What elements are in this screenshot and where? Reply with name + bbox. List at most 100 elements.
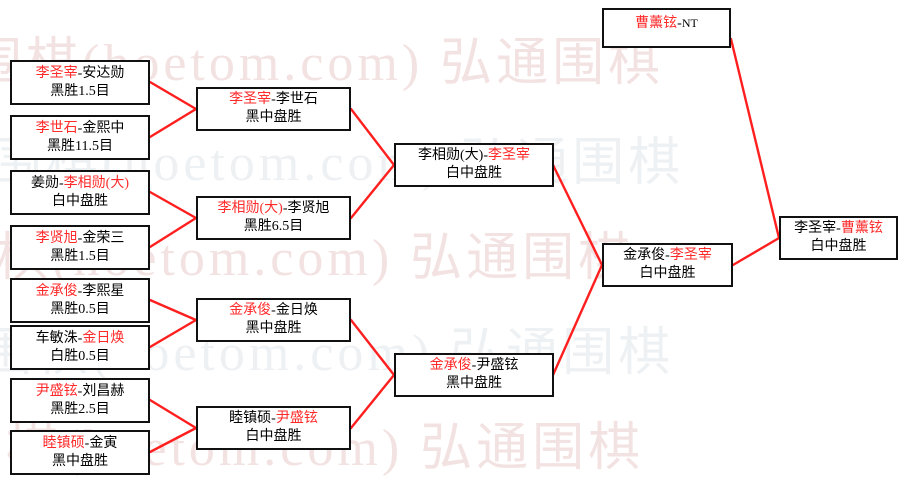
player-left: 尹盛铉	[35, 383, 78, 399]
match-players: 李圣宰-李世石	[229, 91, 318, 109]
player-right: 李熙星	[82, 283, 125, 299]
player-right: 李圣宰	[488, 148, 530, 163]
match-result: 黑胜11.5目	[47, 138, 113, 154]
match-players: 李贤旭-金荣三	[36, 230, 125, 248]
match-result: 黑胜1.5目	[50, 248, 110, 264]
match-players: 李圣宰-安达勋	[36, 65, 125, 83]
player-right: 李贤旭	[287, 201, 330, 216]
match-result: 黑胜2.5目	[50, 401, 110, 417]
player-left: 李世石	[35, 120, 78, 136]
vs-dash: -	[77, 230, 83, 246]
player-left: 李贤旭	[35, 230, 78, 246]
player-left: 李相勋(大)	[418, 148, 484, 163]
match-players: 姜勋-李相勋(大)	[31, 175, 129, 193]
player-right: 金荣三	[82, 230, 125, 246]
vs-dash: -	[471, 358, 477, 373]
player-right: 李相勋(大)	[63, 175, 129, 191]
player-left: 金承俊	[35, 283, 78, 299]
player-left: 金承俊	[429, 358, 472, 373]
player-left: 李圣宰	[35, 65, 78, 81]
match-box-r2m2[interactable]: 李相勋(大)-李贤旭 黑胜6.5目	[196, 196, 351, 240]
vs-dash: -	[84, 435, 90, 451]
player-left: 李圣宰	[794, 221, 837, 236]
match-box-r1m7[interactable]: 尹盛铉-刘昌赫 黑胜2.5目	[10, 378, 150, 423]
match-box-r3m1[interactable]: 李相勋(大)-李圣宰 白中盘胜	[394, 143, 554, 187]
vs-dash: -	[677, 16, 682, 31]
player-right: NT	[681, 16, 698, 30]
player-right: 安达勋	[82, 65, 125, 81]
match-box-r1m8[interactable]: 睦镇硕-金寅 黑中盘胜	[10, 430, 150, 475]
match-players: 车敏洙-金日焕	[36, 330, 125, 348]
vs-dash: -	[271, 92, 276, 107]
match-players: 睦镇硕-金寅	[43, 435, 118, 453]
match-result: 白中盘胜	[446, 166, 502, 181]
vs-dash: -	[271, 303, 276, 318]
player-left: 睦镇硕	[42, 435, 85, 451]
match-box-r1m3[interactable]: 姜勋-李相勋(大) 白中盘胜	[10, 170, 150, 215]
vs-dash: -	[483, 148, 488, 163]
vs-dash: -	[282, 201, 288, 216]
match-result: 黑胜1.5目	[50, 83, 110, 99]
match-players: 金承俊-李圣宰	[623, 247, 712, 265]
vs-dash: -	[836, 221, 841, 236]
match-result: 白中盘胜	[52, 193, 108, 209]
match-box-r4m1[interactable]: 金承俊-李圣宰 白中盘胜	[602, 243, 733, 287]
player-left: 睦镇硕	[229, 411, 272, 426]
vs-dash: -	[77, 383, 83, 399]
player-right: 李世石	[275, 92, 318, 107]
player-right: 金日焕	[275, 303, 318, 318]
match-box-r2m1[interactable]: 李圣宰-李世石 黑中盘胜	[196, 87, 351, 131]
player-right: 曹薰铉	[840, 221, 883, 236]
player-left: 金承俊	[229, 303, 272, 318]
vs-dash: -	[271, 411, 276, 426]
match-players: 金承俊-金日焕	[229, 302, 318, 320]
player-right: 尹盛铉	[275, 411, 318, 426]
player-left: 车敏洙	[35, 330, 78, 346]
vs-dash: -	[59, 175, 64, 191]
match-players: 李相勋(大)-李贤旭	[218, 200, 330, 218]
match-box-r3m2[interactable]: 金承俊-尹盛铉 黑中盘胜	[394, 353, 554, 397]
player-left: 金承俊	[623, 248, 666, 263]
match-box-r1m1[interactable]: 李圣宰-安达勋 黑胜1.5目	[10, 60, 150, 105]
match-players: 金承俊-李熙星	[36, 283, 125, 301]
match-players: 李世石-金熙中	[36, 120, 125, 138]
match-box-r1m2[interactable]: 李世石-金熙中 黑胜11.5目	[10, 115, 150, 160]
match-result: 白中盘胜	[810, 239, 867, 254]
match-result: 黑胜6.5目	[243, 219, 304, 234]
match-result: 黑胜0.5目	[50, 301, 110, 317]
match-players: 曹薰铉-NT	[635, 14, 698, 33]
player-right: 金熙中	[82, 120, 125, 136]
match-box-r1m6[interactable]: 车敏洙-金日焕 白胜0.5目	[10, 325, 150, 370]
player-right: 金寅	[89, 435, 118, 451]
player-left: 李圣宰	[229, 92, 272, 107]
match-box-r1m4[interactable]: 李贤旭-金荣三 黑胜1.5目	[10, 225, 150, 270]
vs-dash: -	[77, 120, 83, 136]
match-box-seed1[interactable]: 曹薰铉-NT	[602, 8, 731, 48]
player-right: 李圣宰	[669, 248, 712, 263]
player-right: 金日焕	[82, 330, 125, 346]
player-right: 尹盛铉	[476, 358, 519, 373]
match-result: 黑中盘胜	[245, 110, 302, 125]
player-left: 曹薰铉	[635, 16, 678, 31]
vs-dash: -	[665, 248, 670, 263]
player-left: 李相勋(大)	[217, 201, 283, 216]
match-result: 白胜0.5目	[50, 348, 110, 364]
match-players: 金承俊-尹盛铉	[430, 357, 519, 375]
match-result: 白中盘胜	[245, 429, 302, 444]
vs-dash: -	[77, 283, 83, 299]
match-box-r2m3[interactable]: 金承俊-金日焕 黑中盘胜	[196, 298, 351, 342]
match-players: 李圣宰-曹薰铉	[794, 220, 883, 238]
match-box-r5m1[interactable]: 李圣宰-曹薰铉 白中盘胜	[779, 216, 898, 260]
player-left: 姜勋	[31, 175, 59, 191]
vs-dash: -	[77, 65, 83, 81]
match-result: 黑中盘胜	[446, 376, 502, 391]
match-result: 黑中盘胜	[245, 321, 302, 336]
match-box-r2m4[interactable]: 睦镇硕-尹盛铉 白中盘胜	[196, 406, 351, 450]
match-players: 睦镇硕-尹盛铉	[229, 410, 318, 428]
match-players: 尹盛铉-刘昌赫	[36, 383, 125, 401]
match-result: 白中盘胜	[639, 266, 696, 281]
match-result: 黑中盘胜	[52, 453, 108, 469]
match-box-r1m5[interactable]: 金承俊-李熙星 黑胜0.5目	[10, 278, 150, 323]
